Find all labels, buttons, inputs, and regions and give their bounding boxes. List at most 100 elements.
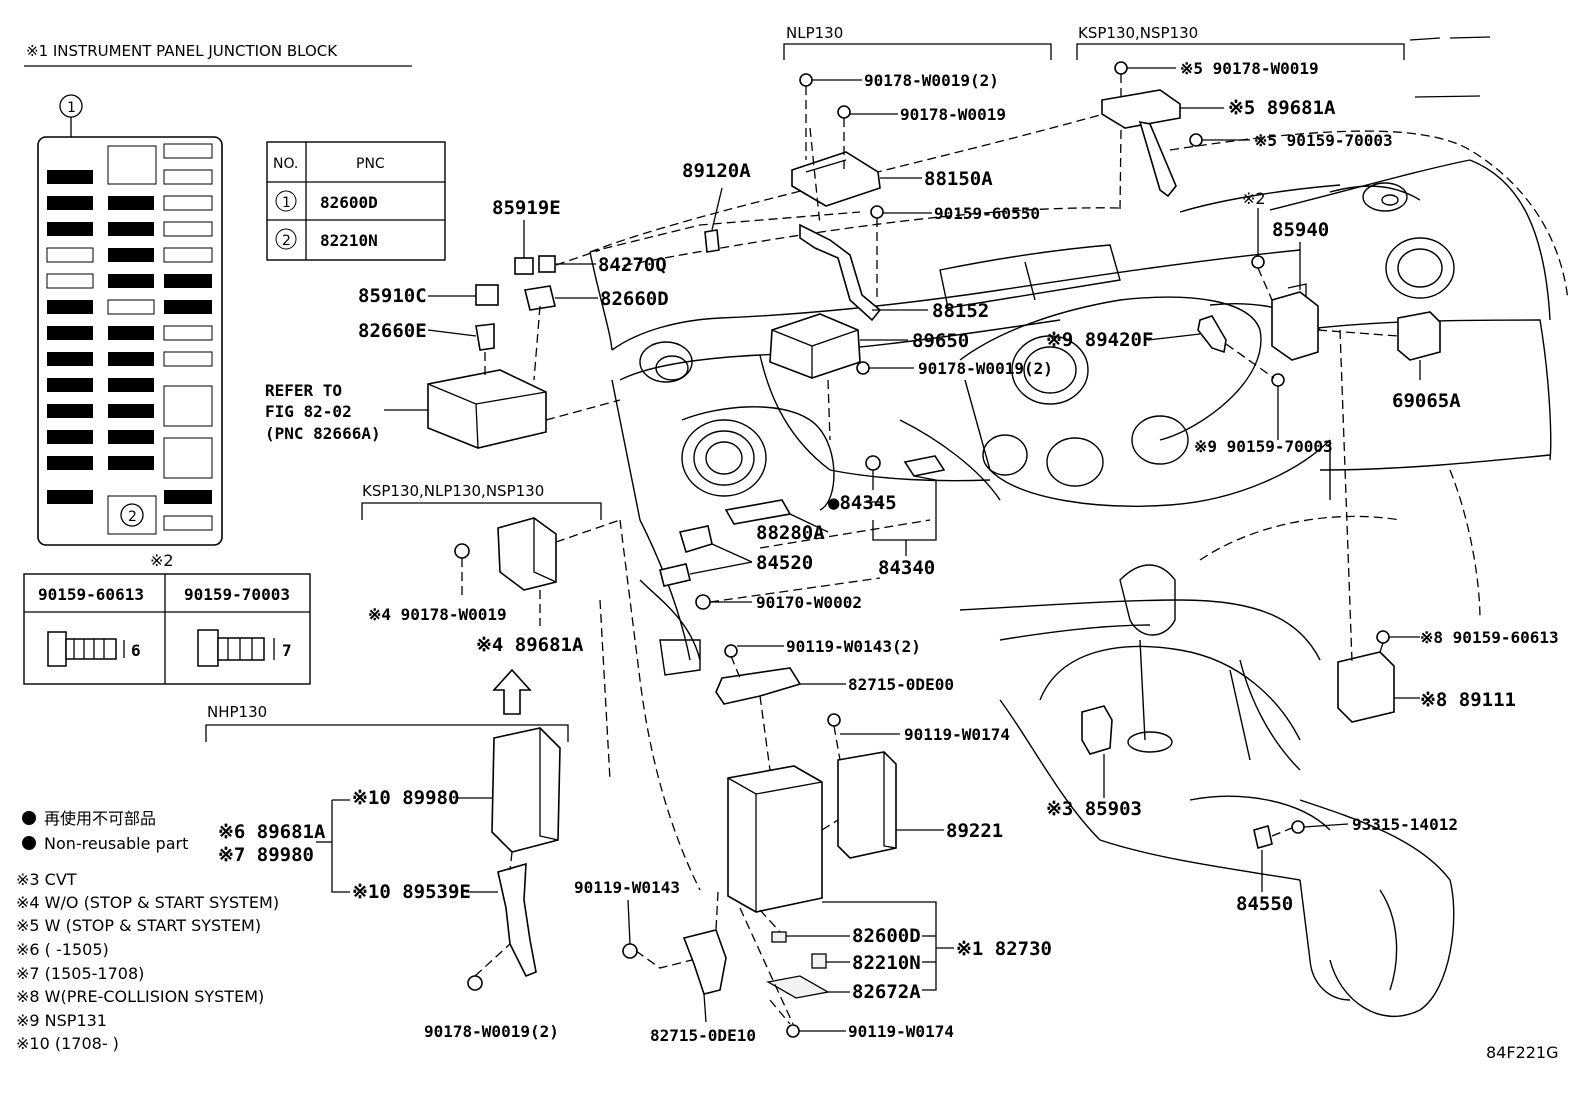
bracket-88152 <box>799 223 882 322</box>
nut-icon <box>799 73 813 87</box>
switch-88280a <box>659 563 691 587</box>
label-1-82730: ※1 82730 <box>956 938 1052 960</box>
relay-85940 <box>1271 291 1319 361</box>
label-3-85903: ※3 85903 <box>1046 798 1142 820</box>
bracket-82715-0de00 <box>715 667 802 705</box>
nut-icon <box>865 455 881 471</box>
bolt-head-icon <box>724 644 738 658</box>
pnc-table-header-no: NO. <box>273 156 298 172</box>
label-93315-14012: 93315-14012 <box>1352 815 1458 834</box>
label-refer-to: REFER TO <box>265 381 342 400</box>
nut-icon <box>695 594 711 610</box>
label-10-89539e: ※10 89539E <box>352 881 471 903</box>
cover-82672a <box>766 975 830 999</box>
relay-82660d <box>524 285 556 311</box>
instrument-panel-drawing <box>589 114 1569 1017</box>
bolt-head-icon <box>1251 255 1265 269</box>
pnc-table-header-pnc: PNC <box>356 156 385 172</box>
bolt-head-icon <box>1189 133 1203 147</box>
bolt-head-icon <box>827 713 841 727</box>
callout-1: 1 <box>67 100 76 116</box>
sensor-89111 <box>1337 651 1395 723</box>
ecu-89221 <box>837 751 897 859</box>
sensor-89681a-mid <box>497 517 557 591</box>
label-90178-w0019-2-top: 90178-W0019(2) <box>864 71 999 90</box>
label-82600d: 82600D <box>852 925 921 947</box>
sensor-89120a <box>704 229 720 253</box>
group-label-nlp130: NLP130 <box>786 24 843 42</box>
part-labels: 90178-W0019(2) 90178-W0019 88150A 90159-… <box>218 59 1559 1062</box>
label-84345: ●84345 <box>828 492 897 514</box>
relay-85910c <box>475 284 499 306</box>
label-82210n: 82210N <box>852 952 921 974</box>
label-88280a: 88280A <box>756 522 825 544</box>
switch-69065a <box>1397 311 1441 361</box>
relay-85919e <box>514 257 534 275</box>
label-90119-w0174-a: 90119-W0174 <box>904 725 1010 744</box>
label-8-89111: ※8 89111 <box>1420 689 1516 711</box>
label-85910c: 85910C <box>358 285 427 307</box>
label-note-2: ※2 <box>1242 189 1266 208</box>
label-90119-w0174-b: 90119-W0174 <box>848 1022 954 1041</box>
sensor-84520 <box>678 525 713 554</box>
leader-lines <box>316 67 1421 1032</box>
bolt-head-icon <box>870 205 884 219</box>
label-refer-fig: FIG 82-02 <box>265 402 352 421</box>
label-88150a: 88150A <box>924 168 993 190</box>
label-84550: 84550 <box>1236 893 1293 915</box>
label-90178-w0019-2-mid: 90178-W0019(2) <box>918 359 1053 378</box>
note-item: ※9 NSP131 <box>16 1011 107 1030</box>
non-reusable-jp: 再使用不可部品 <box>44 809 156 828</box>
label-90170-w0002: 90170-W0002 <box>756 593 862 612</box>
relay-block <box>427 369 547 449</box>
bolt-dim: 7 <box>282 641 292 660</box>
junction-block-82730 <box>727 765 823 913</box>
label-85919e: 85919E <box>492 197 561 219</box>
pnc-table-row-no: 1 <box>282 195 291 211</box>
pnc-table: NO. PNC 1 82600D 2 82210N <box>266 141 446 261</box>
label-82660e: 82660E <box>358 320 427 342</box>
note-item: ※7 (1505-1708) <box>16 964 144 983</box>
label-88152: 88152 <box>932 300 989 322</box>
label-5-90178-w0019: ※5 90178-W0019 <box>1180 59 1319 78</box>
relay-84270q <box>538 255 556 273</box>
bracket-89539e <box>497 862 537 978</box>
label-8-90159-60613: ※8 90159-60613 <box>1420 628 1559 647</box>
nut-icon <box>1114 61 1128 75</box>
group-label-ksp-nsp: KSP130,NSP130 <box>1078 24 1198 42</box>
label-9-90159-70003: ※9 90159-70003 <box>1194 437 1333 456</box>
part-88280a <box>724 499 792 525</box>
label-10-89980: ※10 89980 <box>352 787 459 809</box>
note-item: ※8 W(PRE-COLLISION SYSTEM) <box>16 987 264 1006</box>
bolt-head-icon <box>622 943 638 959</box>
non-reusable-en: Non-reusable part <box>44 834 188 853</box>
label-82672a: 82672A <box>852 981 921 1003</box>
relay-82660e <box>475 323 495 351</box>
figure-code: 84F221G <box>1486 1043 1559 1062</box>
label-82660d: 82660D <box>600 288 669 310</box>
label-4-90178-w0019: ※4 90178-W0019 <box>368 605 507 624</box>
label-84340: 84340 <box>878 557 935 579</box>
arrow-up-icon <box>492 668 532 715</box>
bolt-head-icon <box>1376 630 1390 644</box>
parts-drawings <box>427 61 1441 1038</box>
module-89650 <box>769 313 861 379</box>
bolt-table-note: ※2 <box>150 551 174 570</box>
label-refer-pnc: (PNC 82666A) <box>265 424 381 443</box>
pnc-table-row-pnc: 82210N <box>320 231 378 250</box>
switch-84550 <box>1253 824 1273 850</box>
nut-icon <box>467 975 483 991</box>
note-item: ※5 W (STOP & START SYSTEM) <box>16 916 261 935</box>
junction-block-legend: ※1 INSTRUMENT PANEL JUNCTION BLOCK 1 <box>24 42 412 546</box>
sensor-89681a-top <box>1101 89 1181 129</box>
callout-2: 2 <box>128 509 137 525</box>
label-5-90159-70003: ※5 90159-70003 <box>1254 131 1393 150</box>
fuse-grid <box>46 143 213 535</box>
legend-notes: 再使用不可部品 Non-reusable part ※3 CVT ※4 W/O … <box>16 809 279 1053</box>
pnc-table-row-no: 2 <box>282 233 291 249</box>
label-82715-0de00: 82715-0DE00 <box>848 675 954 694</box>
group-brackets: NLP130 KSP130,NSP130 KSP130,NLP130,NSP13… <box>205 24 1491 742</box>
label-82715-0de10: 82715-0DE10 <box>650 1026 756 1045</box>
bracket-89681a-top <box>1138 120 1177 198</box>
